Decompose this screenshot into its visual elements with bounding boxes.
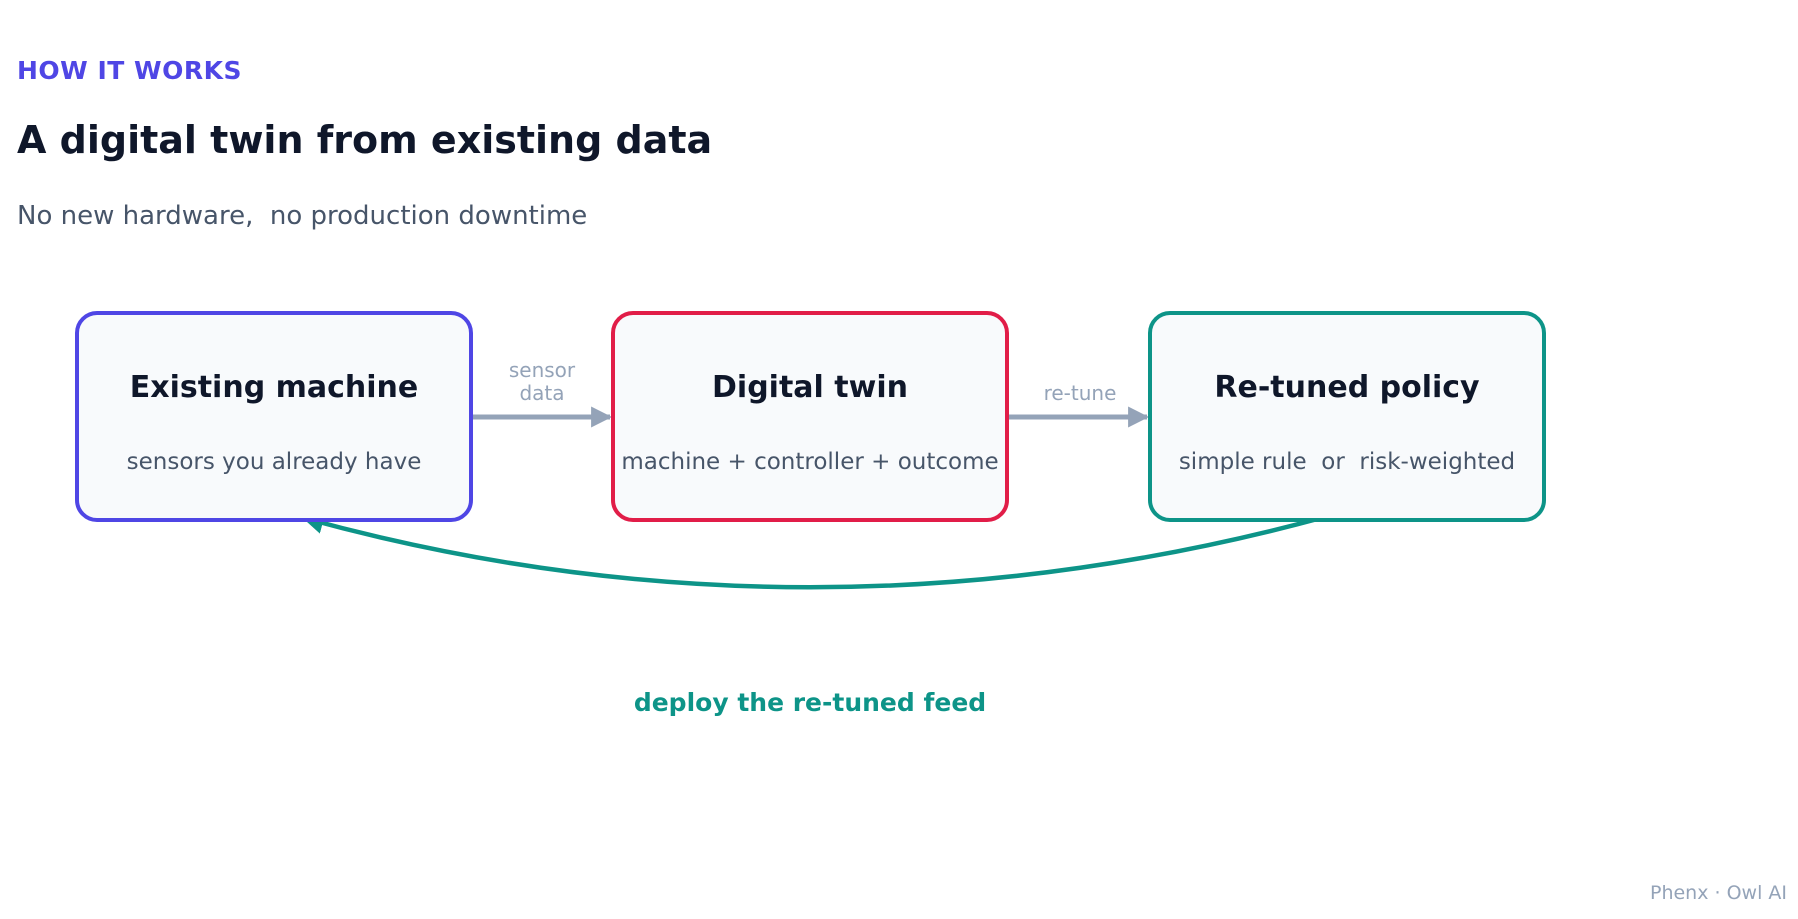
edge-label-sensor-data: sensor data	[492, 359, 592, 405]
node-description: sensors you already have	[126, 449, 422, 475]
feedback-arrow-deploy	[301, 512, 1326, 590]
edge-label-line: sensor	[508, 358, 576, 382]
node-digital-twin: Digital twin machine + controller + outc…	[611, 311, 1009, 522]
node-title: Digital twin	[712, 370, 908, 405]
edge-label-line: data	[519, 381, 565, 405]
node-title: Existing machine	[129, 370, 419, 405]
node-existing-machine: Existing machine sensors you already hav…	[75, 311, 473, 522]
node-description: simple rule or risk-weighted	[1178, 449, 1516, 475]
edge-label-line: re-tune	[1043, 381, 1117, 405]
feedback-label: deploy the re-tuned feed	[633, 688, 987, 717]
page-title: A digital twin from existing data	[17, 118, 713, 162]
page-subtitle: No new hardware, no production downtime	[17, 201, 588, 231]
section-eyebrow: HOW IT WORKS	[17, 56, 242, 85]
node-description: machine + controller + outcome	[621, 449, 999, 475]
edge-label-re-tune: re-tune	[1030, 382, 1130, 405]
node-title: Re-tuned policy	[1214, 370, 1480, 405]
node-re-tuned-policy: Re-tuned policy simple rule or risk-weig…	[1148, 311, 1546, 522]
footer-credit: Phenx · Owl AI	[1649, 882, 1787, 904]
